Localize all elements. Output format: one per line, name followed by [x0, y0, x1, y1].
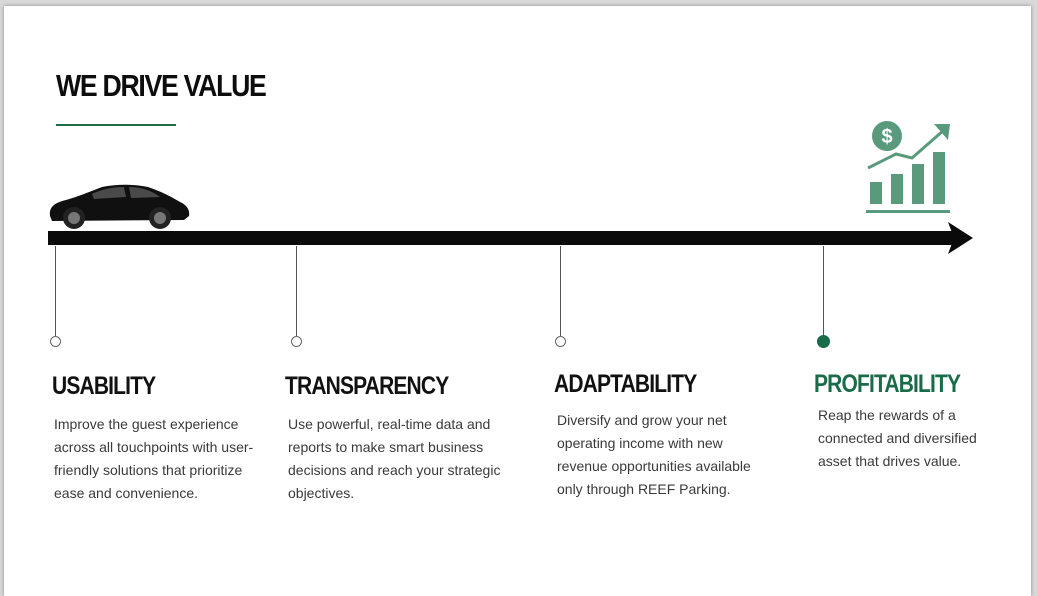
page-title: WE DRIVE VALUE: [56, 68, 267, 103]
stage-2-marker: [291, 336, 302, 347]
stage-3-connector: [560, 246, 561, 336]
stage-4-connector: [823, 246, 824, 336]
stage-2-connector: [296, 246, 297, 336]
title-underline: [56, 124, 176, 126]
stage-1-marker: [50, 336, 61, 347]
stage-2-description: Use powerful, real-time data and reports…: [288, 416, 501, 501]
stage-3-description: Diversify and grow your net operating in…: [557, 412, 751, 497]
stage-3-marker: [555, 336, 566, 347]
timeline-arrow: [48, 222, 973, 254]
stage-2-heading: TRANSPARENCY: [285, 372, 449, 400]
stage-1-heading: USABILITY: [52, 372, 156, 400]
stage-4-description: Reap the rewards of a connected and dive…: [818, 407, 977, 469]
car-icon: [49, 184, 190, 229]
stage-4-marker: [817, 335, 830, 348]
stage-1-description: Improve the guest experience across all …: [54, 416, 254, 501]
profit-growth-chart-icon: $: [866, 121, 950, 213]
stage-1-connector: [55, 246, 56, 336]
svg-text:$: $: [881, 126, 892, 148]
stage-3-heading: ADAPTABILITY: [554, 370, 697, 398]
slide: WE DRIVE VALUE $ USABILITY Improve the g…: [4, 6, 1031, 596]
stage-4-heading: PROFITABILITY: [814, 370, 961, 398]
